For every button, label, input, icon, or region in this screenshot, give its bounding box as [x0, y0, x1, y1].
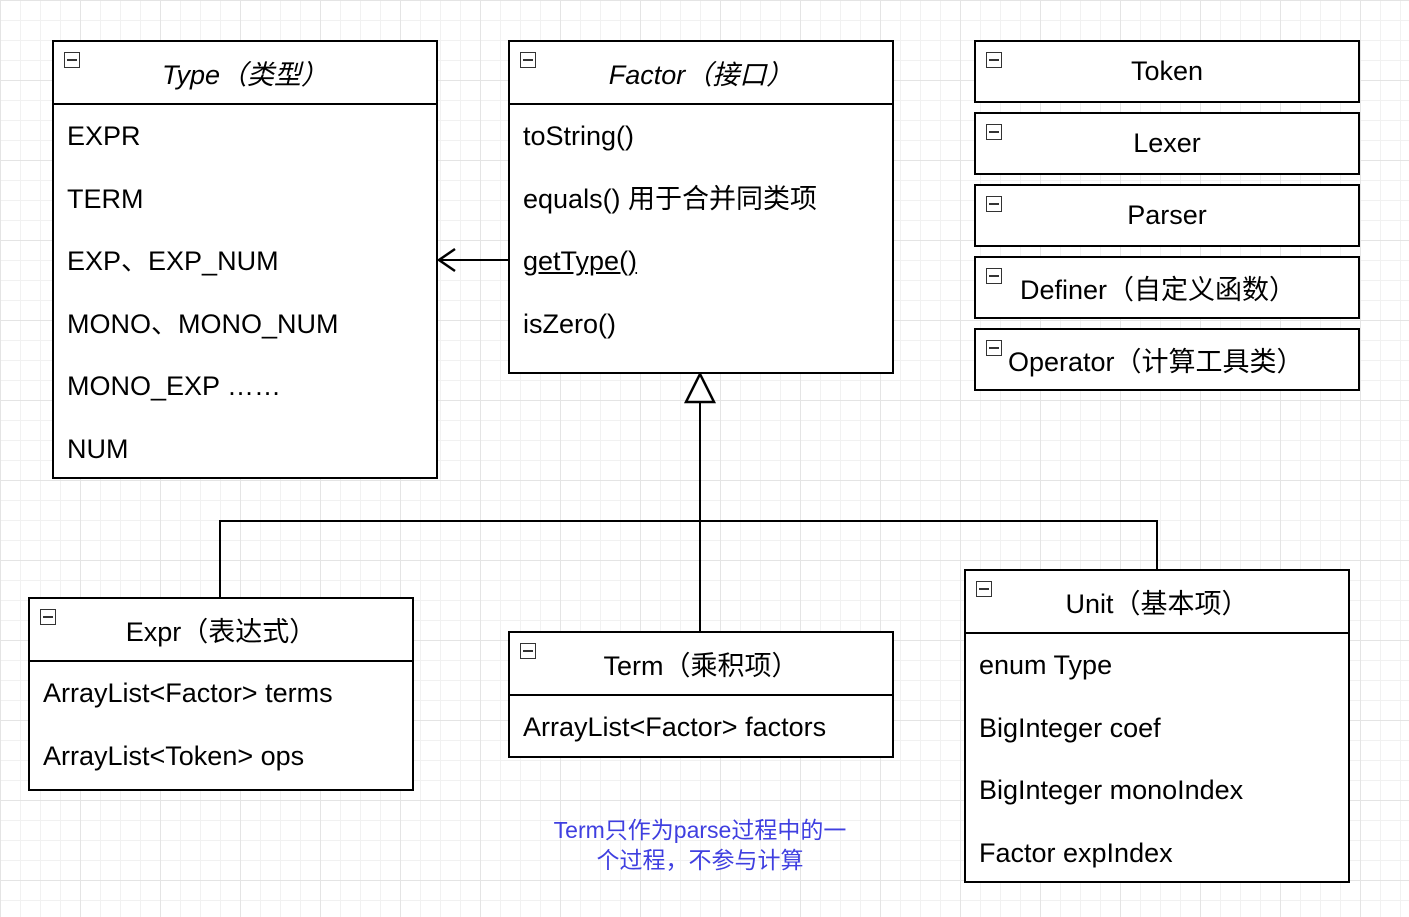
inheritance-triangle	[683, 371, 717, 404]
collapse-toggle-icon[interactable]	[40, 609, 56, 625]
parser-class-box[interactable]: Parser	[974, 184, 1360, 247]
type-class-box[interactable]: Type（类型） EXPR TERM EXP、EXP_NUM MONO、MONO…	[52, 40, 438, 479]
parser-class-header: Parser	[976, 186, 1358, 245]
collapse-toggle-icon[interactable]	[520, 643, 536, 659]
unit-class-header: Unit（基本项）	[966, 571, 1348, 634]
token-class-box[interactable]: Token	[974, 40, 1360, 103]
type-item: MONO_EXP ……	[67, 371, 282, 401]
token-class-title: Token	[1130, 56, 1204, 86]
lexer-class-title: Lexer	[1133, 128, 1201, 158]
definer-class-box[interactable]: Definer（自定义函数）	[974, 256, 1360, 319]
type-item: NUM	[67, 433, 129, 464]
collapse-toggle-icon[interactable]	[986, 52, 1002, 68]
operator-class-title: Operator（计算工具类）	[1008, 347, 1304, 377]
lexer-class-box[interactable]: Lexer	[974, 112, 1360, 175]
factor-method: toString()	[523, 121, 635, 151]
term-note-line: 个过程，不参与计算	[596, 847, 804, 873]
collapse-toggle-icon[interactable]	[986, 124, 1002, 140]
factor-interface-title: Factor（接口）	[608, 60, 794, 90]
definer-class-title: Definer（自定义函数）	[1020, 275, 1297, 305]
factor-method: equals() 用于合并同类项	[523, 183, 818, 214]
dependency-arrowhead	[436, 247, 456, 273]
unit-field: BigInteger coef	[979, 712, 1161, 743]
unit-field: enum Type	[979, 650, 1113, 680]
expr-field: ArrayList<Token> ops	[43, 740, 305, 771]
collapse-toggle-icon[interactable]	[986, 268, 1002, 284]
collapse-toggle-icon[interactable]	[520, 52, 536, 68]
term-class-header: Term（乘积项）	[510, 633, 892, 696]
expr-class-box[interactable]: Expr（表达式） ArrayList<Factor> terms ArrayL…	[28, 597, 414, 791]
term-class-title: Term（乘积项）	[603, 651, 799, 681]
unit-field: Factor expIndex	[979, 837, 1173, 868]
factor-interface-box[interactable]: Factor（接口） toString() equals() 用于合并同类项 g…	[508, 40, 894, 374]
unit-class-title: Unit（基本项）	[1065, 589, 1249, 619]
inheritance-branch-line	[219, 520, 1158, 598]
collapse-toggle-icon[interactable]	[64, 52, 80, 68]
unit-class-box[interactable]: Unit（基本项） enum Type BigInteger coef BigI…	[964, 569, 1350, 883]
type-class-title: Type（类型）	[161, 60, 329, 90]
factor-method: isZero()	[523, 308, 616, 339]
term-class-box[interactable]: Term（乘积项） ArrayList<Factor> factors	[508, 631, 894, 758]
factor-method: getType()	[523, 246, 638, 276]
type-item: MONO、MONO_NUM	[67, 308, 339, 339]
term-field: ArrayList<Factor> factors	[523, 712, 827, 742]
unit-field: BigInteger monoIndex	[979, 775, 1244, 805]
token-class-header: Token	[976, 42, 1358, 101]
lexer-class-header: Lexer	[976, 114, 1358, 173]
expr-class-title: Expr（表达式）	[125, 617, 317, 647]
parser-class-title: Parser	[1127, 200, 1207, 230]
expr-field: ArrayList<Factor> terms	[43, 678, 333, 708]
type-item: EXP、EXP_NUM	[67, 246, 279, 276]
operator-class-box[interactable]: Operator（计算工具类）	[974, 328, 1360, 391]
collapse-toggle-icon[interactable]	[976, 581, 992, 597]
operator-class-header: Operator（计算工具类）	[976, 330, 1358, 389]
expr-class-header: Expr（表达式）	[30, 599, 412, 662]
factor-interface-header: Factor（接口）	[510, 42, 892, 105]
type-class-header: Type（类型）	[54, 42, 436, 105]
collapse-toggle-icon[interactable]	[986, 196, 1002, 212]
term-note: Term只作为parse过程中的一 个过程，不参与计算	[540, 815, 860, 875]
type-item: TERM	[67, 183, 144, 214]
definer-class-header: Definer（自定义函数）	[976, 258, 1358, 317]
type-item: EXPR	[67, 121, 141, 151]
term-note-line: Term只作为parse过程中的一	[553, 817, 847, 843]
collapse-toggle-icon[interactable]	[986, 340, 1002, 356]
